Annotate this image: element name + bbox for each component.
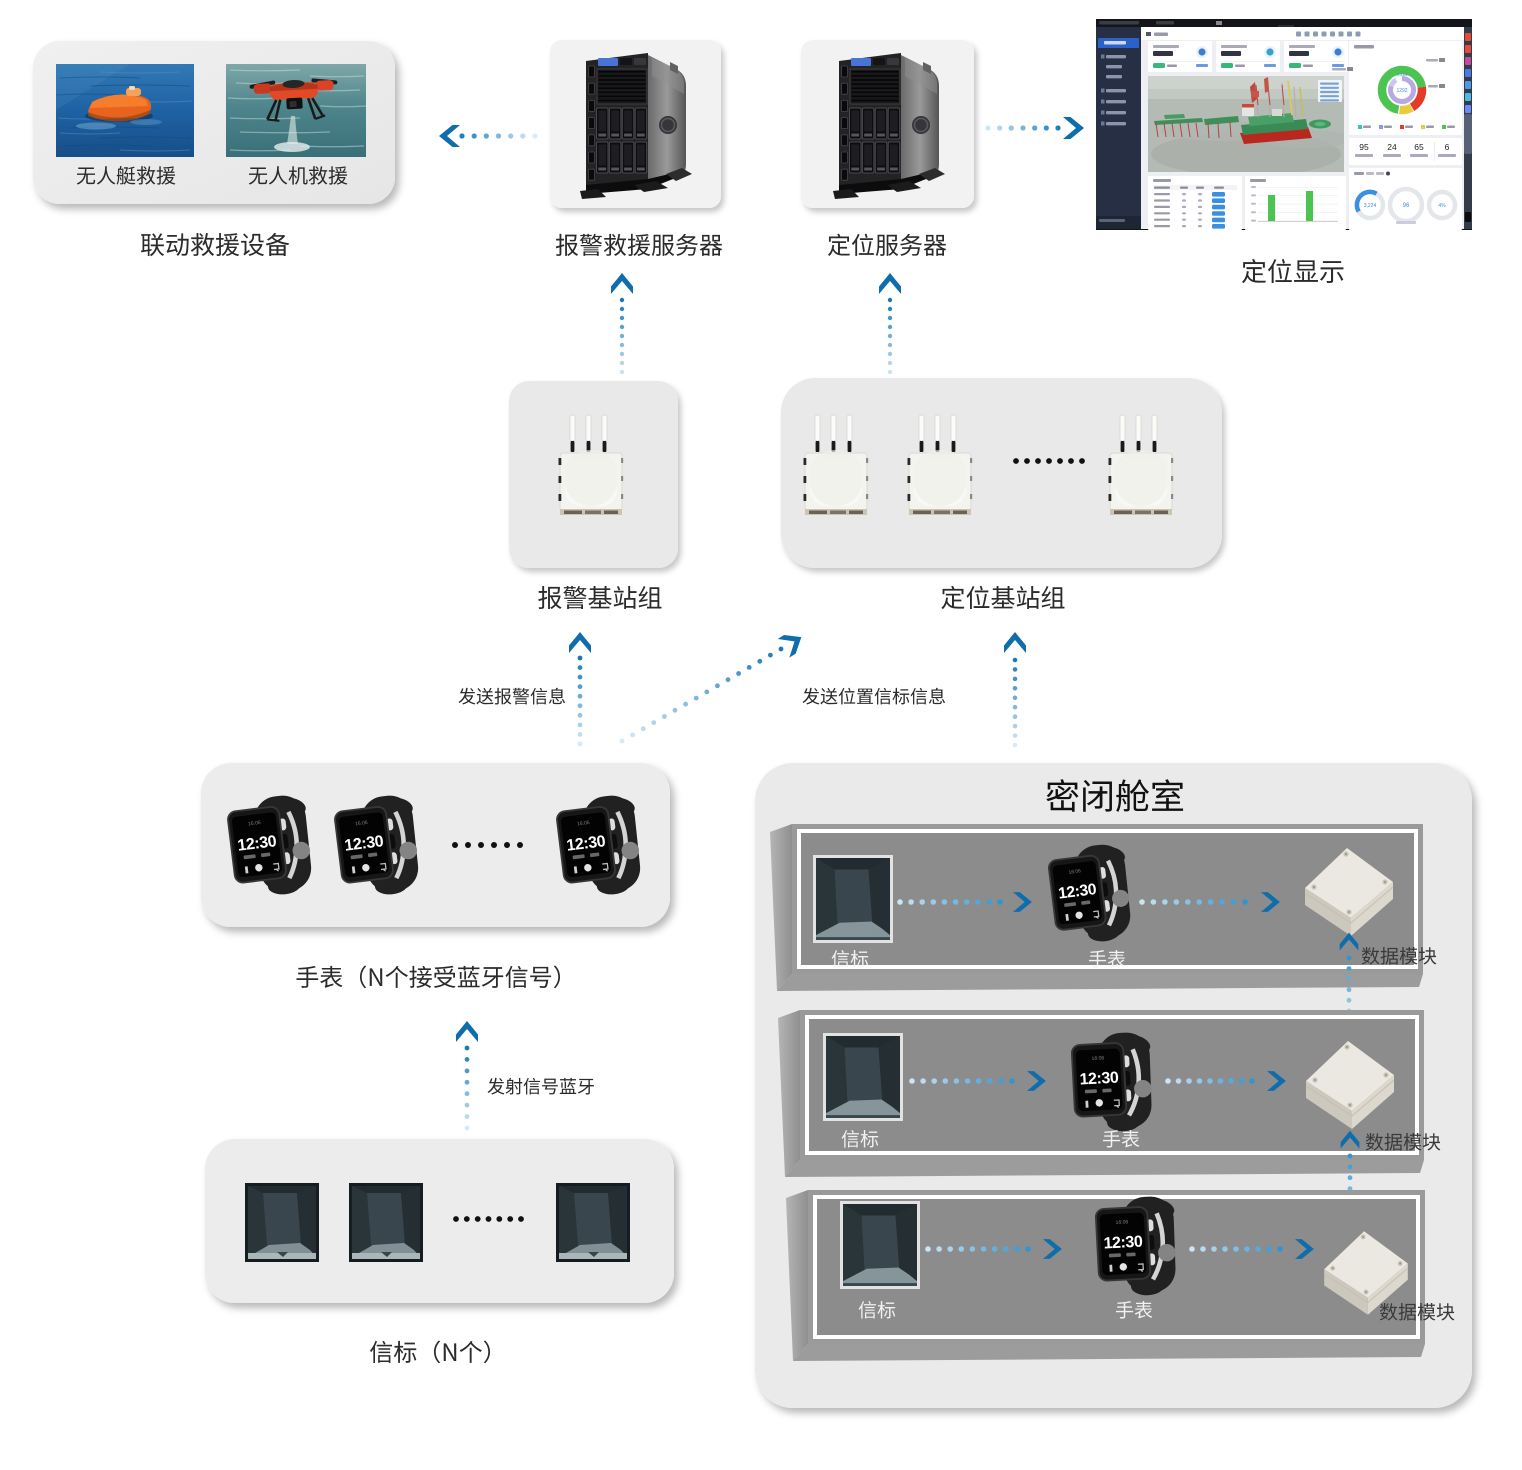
svg-text:96: 96 [1403,203,1410,209]
svg-text:3,224: 3,224 [1396,72,1408,77]
svg-text:65: 65 [1414,142,1424,152]
svg-text:24: 24 [1387,142,1397,152]
svg-text:1292: 1292 [1396,88,1407,94]
svg-text:6: 6 [1445,142,1450,152]
svg-text:95: 95 [1359,142,1369,152]
svg-text:3,224: 3,224 [1364,203,1377,209]
svg-text:4%: 4% [1438,203,1446,209]
